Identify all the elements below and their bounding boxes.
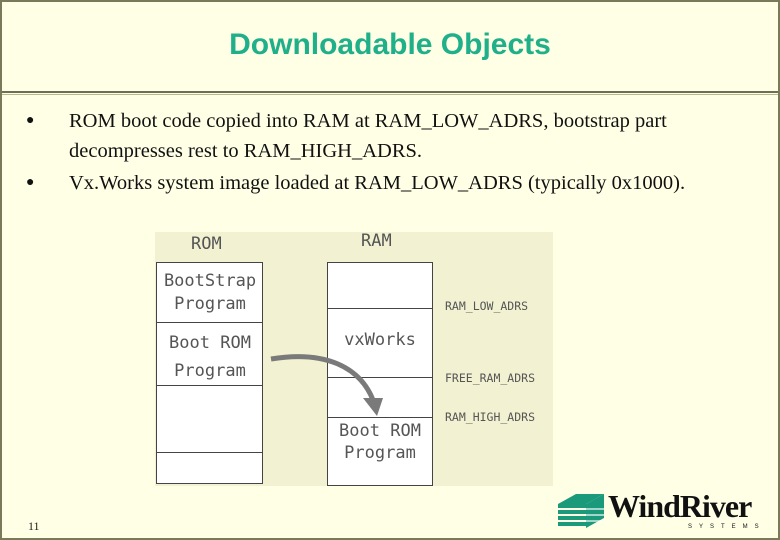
ram-free-cell <box>327 377 433 418</box>
free-ram-adrs-label: FREE_RAM_ADRS <box>445 371 536 385</box>
logo-wordmark: WindRiver <box>608 488 752 524</box>
rom-bootrom-line2: Program <box>174 361 246 381</box>
bullet-text: ROM boot code copied into RAM at RAM_LOW… <box>69 110 667 162</box>
wind-river-logo-icon <box>558 494 604 528</box>
wind-river-logo: WindRiver SYSTEMS <box>556 488 770 532</box>
ram-bootrom-line1: Boot ROM <box>339 421 421 441</box>
page-number: 11 <box>28 519 40 533</box>
rom-bootrom-line1: Boot ROM <box>169 333 251 353</box>
copy-arrow-icon <box>270 354 383 416</box>
ram-heading: RAM <box>361 231 392 251</box>
bullet-dot-icon: ● <box>26 113 35 128</box>
title-divider <box>2 94 778 95</box>
slide-title: Downloadable Objects <box>229 28 551 61</box>
rom-bottom-cell <box>156 452 263 484</box>
logo-subtext: SYSTEMS <box>688 524 766 530</box>
rom-bootrom-cell <box>156 322 263 386</box>
bullet-list: ● ROM boot code copied into RAM at RAM_L… <box>22 106 742 200</box>
ram-top-cell <box>327 262 433 309</box>
ram-high-adrs-label: RAM_HIGH_ADRS <box>445 410 536 424</box>
title-bar: Downloadable Objects <box>2 2 778 93</box>
bullet-item: ● ROM boot code copied into RAM at RAM_L… <box>22 106 742 166</box>
bullet-item: ● Vx.Works system image loaded at RAM_LO… <box>22 168 742 198</box>
memory-diagram: ROM RAM BootStrap Program Boot ROM Progr… <box>155 231 553 486</box>
ram-bootrom-label: Boot ROM Program <box>327 420 433 464</box>
rom-bootstrap-label: BootStrap Program <box>157 270 263 316</box>
rom-heading: ROM <box>191 234 222 254</box>
rom-bootstrap-line2: Program <box>174 294 246 314</box>
rom-bootstrap-line1: BootStrap <box>163 271 257 291</box>
ram-low-adrs-label: RAM_LOW_ADRS <box>445 299 529 313</box>
ram-vxworks-label: vxWorks <box>344 330 416 350</box>
bullet-text: Vx.Works system image loaded at RAM_LOW_… <box>69 172 686 194</box>
bullet-dot-icon: ● <box>26 175 35 190</box>
ram-bootrom-line2: Program <box>344 443 416 463</box>
rom-bootrom-label: Boot ROM Program <box>157 329 263 385</box>
